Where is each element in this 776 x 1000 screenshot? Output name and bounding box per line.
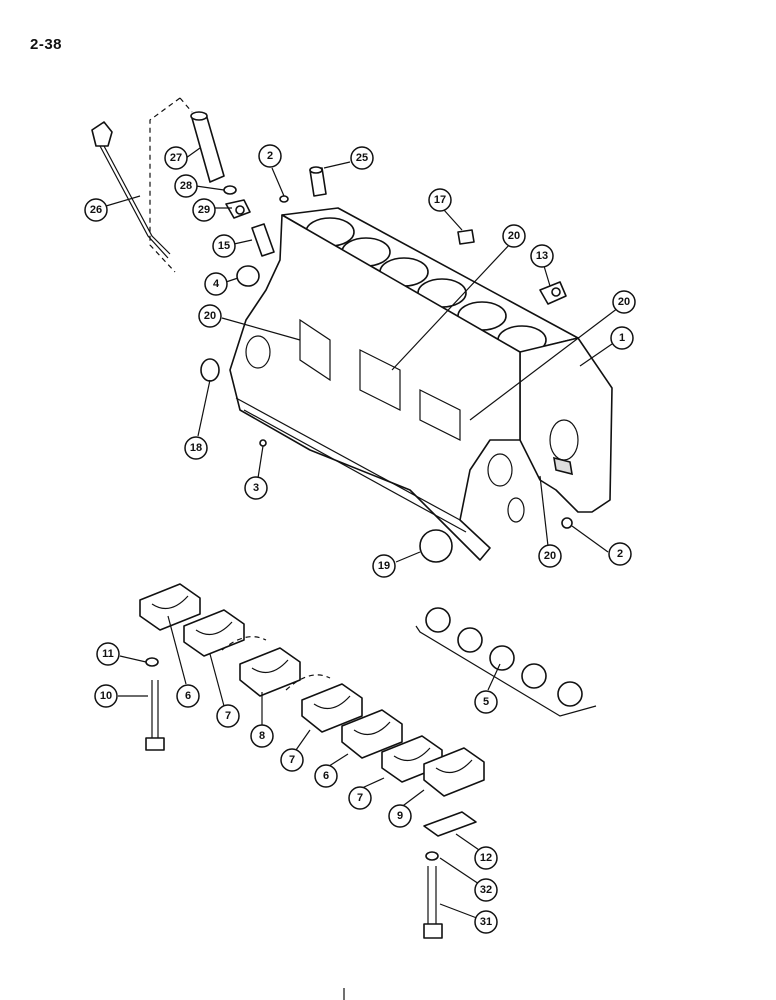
svg-text:18: 18 (190, 442, 202, 454)
bearing-set-bracket (415, 625, 597, 717)
svg-text:6: 6 (185, 690, 191, 702)
bearing-cap-2 (183, 609, 245, 657)
callout-2-top: 2 (258, 144, 282, 168)
washer-part-11 (145, 657, 159, 667)
callout-25: 25 (350, 146, 374, 170)
bearing-cap-1 (139, 583, 201, 631)
adapter-tube-part (251, 223, 275, 257)
core-plug-part-19 (419, 529, 453, 563)
callout-29: 29 (192, 198, 216, 222)
dipstick-part (91, 121, 171, 259)
svg-text:7: 7 (357, 792, 363, 804)
small-plug-part (279, 195, 289, 203)
leader-lines (105, 147, 619, 921)
bolt-part-10 (145, 680, 165, 751)
svg-text:10: 10 (100, 690, 112, 702)
core-plug-part-18 (200, 358, 220, 382)
svg-text:8: 8 (259, 730, 265, 742)
svg-text:13: 13 (536, 250, 548, 262)
bolt-part-31 (423, 866, 443, 939)
callout-2-right: 2 (608, 542, 632, 566)
callout-9: 9 (388, 804, 412, 828)
svg-text:28: 28 (180, 180, 192, 192)
tube-group-bracket (149, 97, 193, 273)
callout-32: 32 (474, 878, 498, 902)
callout-20-b: 20 (612, 290, 636, 314)
bearing-cap-3 (239, 647, 301, 697)
svg-text:20: 20 (508, 230, 520, 242)
svg-text:20: 20 (618, 296, 630, 308)
callout-7-a: 7 (216, 704, 240, 728)
sensor-part (309, 166, 327, 197)
bearing-cap-5 (341, 709, 403, 759)
page-number: 2-38 (30, 36, 63, 53)
callout-18: 18 (184, 436, 208, 460)
bearing-cap-7 (423, 747, 485, 797)
callout-4: 4 (204, 272, 228, 296)
callout-20-a: 20 (502, 224, 526, 248)
fitting-part (539, 281, 567, 305)
callout-12: 12 (474, 846, 498, 870)
callout-28: 28 (174, 174, 198, 198)
svg-text:20: 20 (544, 550, 556, 562)
engine-block-part (229, 207, 613, 561)
svg-text:2: 2 (267, 150, 273, 162)
svg-text:32: 32 (480, 884, 492, 896)
svg-text:5: 5 (483, 696, 489, 708)
callout-7-b: 7 (280, 748, 304, 772)
thrust-washer-1 (221, 636, 267, 651)
callout-10: 10 (94, 684, 118, 708)
plug-part-right (561, 517, 573, 529)
svg-text:20: 20 (204, 310, 216, 322)
svg-text:12: 12 (480, 852, 492, 864)
callout-6-a: 6 (176, 684, 200, 708)
svg-text:9: 9 (397, 810, 403, 822)
svg-text:11: 11 (102, 648, 114, 660)
svg-text:15: 15 (218, 240, 230, 252)
svg-text:1: 1 (619, 332, 625, 344)
callout-17: 17 (428, 188, 452, 212)
svg-text:7: 7 (225, 710, 231, 722)
callout-13: 13 (530, 244, 554, 268)
svg-text:4: 4 (213, 278, 220, 290)
dowel-part (259, 439, 267, 447)
svg-text:19: 19 (378, 560, 390, 572)
callout-20-d: 20 (538, 544, 562, 568)
expansion-plug-part-4 (236, 265, 260, 287)
svg-text:3: 3 (253, 482, 259, 494)
callout-26: 26 (84, 198, 108, 222)
callout-7-c: 7 (348, 786, 372, 810)
svg-text:6: 6 (323, 770, 329, 782)
callout-27: 27 (164, 146, 188, 170)
callout-15: 15 (212, 234, 236, 258)
thrust-washer-2 (285, 674, 331, 691)
bearing-shells (425, 607, 583, 707)
callout-1: 1 (610, 326, 634, 350)
svg-text:7: 7 (289, 754, 295, 766)
callout-31: 31 (474, 910, 498, 934)
callout-6-b: 6 (314, 764, 338, 788)
callout-8: 8 (250, 724, 274, 748)
bearing-cap-4 (301, 683, 363, 733)
svg-text:2: 2 (617, 548, 623, 560)
callout-3: 3 (244, 476, 268, 500)
dipstick-tube-part (190, 111, 225, 183)
clamp-part (225, 199, 251, 219)
plate-part (423, 811, 477, 837)
callout-11: 11 (96, 642, 120, 666)
svg-text:26: 26 (90, 204, 102, 216)
svg-text:31: 31 (480, 916, 492, 928)
svg-text:25: 25 (356, 152, 368, 164)
o-ring-part (223, 185, 237, 195)
svg-text:27: 27 (170, 152, 182, 164)
washer-part-32 (425, 851, 439, 861)
callout-5: 5 (474, 690, 498, 714)
svg-text:29: 29 (198, 204, 210, 216)
callout-19: 19 (372, 554, 396, 578)
svg-text:17: 17 (434, 194, 446, 206)
callout-20-c: 20 (198, 304, 222, 328)
cap-part (457, 229, 475, 245)
